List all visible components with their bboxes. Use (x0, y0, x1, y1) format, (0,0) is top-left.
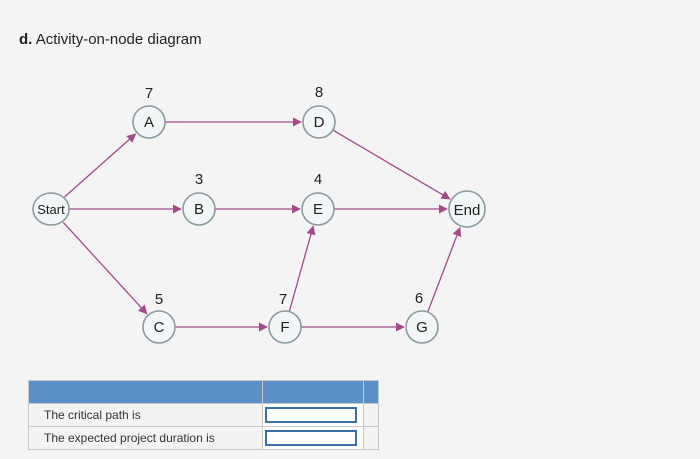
node-start: Start (32, 192, 70, 226)
duration-c: 5 (155, 291, 163, 308)
node-g-label: G (416, 319, 428, 336)
duration-label: The expected project duration is (28, 426, 263, 450)
duration-a: 7 (145, 85, 153, 102)
edge-f-e (288, 225, 316, 312)
node-e-label: E (313, 201, 323, 218)
node-c: C (142, 310, 176, 344)
node-f-label: F (280, 319, 289, 336)
answer-table: The critical path is The expected projec… (28, 380, 379, 450)
node-d-label: D (314, 114, 325, 131)
table-row: The expected project duration is (28, 426, 379, 450)
duration-f: 7 (279, 291, 287, 308)
table-header-row (28, 380, 379, 404)
node-end: End (448, 190, 486, 228)
duration-d: 8 (315, 84, 323, 101)
edge-d-end (332, 129, 451, 200)
node-b-label: B (194, 201, 204, 218)
node-c-label: C (154, 319, 165, 336)
table-row: The critical path is (28, 403, 379, 427)
page-title: d. Activity-on-node diagram (19, 31, 202, 48)
part-label: d. (19, 31, 33, 48)
title-text: Activity-on-node diagram (35, 31, 202, 48)
duration-unit-cell (363, 426, 379, 450)
node-b: B (182, 192, 216, 226)
node-g: G (405, 310, 439, 344)
node-e: E (301, 192, 335, 226)
node-start-label: Start (37, 202, 65, 217)
critical-path-label: The critical path is (28, 403, 263, 427)
critical-path-unit-cell (363, 403, 379, 427)
node-a: A (132, 105, 166, 139)
duration-b: 3 (195, 171, 203, 188)
duration-input[interactable] (265, 430, 357, 446)
critical-path-input[interactable] (265, 407, 357, 423)
duration-e: 4 (314, 171, 322, 188)
edge-start-c (62, 221, 148, 315)
edge-g-end (427, 226, 462, 313)
node-f: F (268, 310, 302, 344)
edge-start-a (64, 133, 137, 198)
node-a-label: A (144, 114, 154, 131)
node-d: D (302, 105, 336, 139)
node-end-label: End (454, 202, 481, 219)
edges-group (62, 117, 462, 332)
duration-g: 6 (415, 290, 423, 307)
